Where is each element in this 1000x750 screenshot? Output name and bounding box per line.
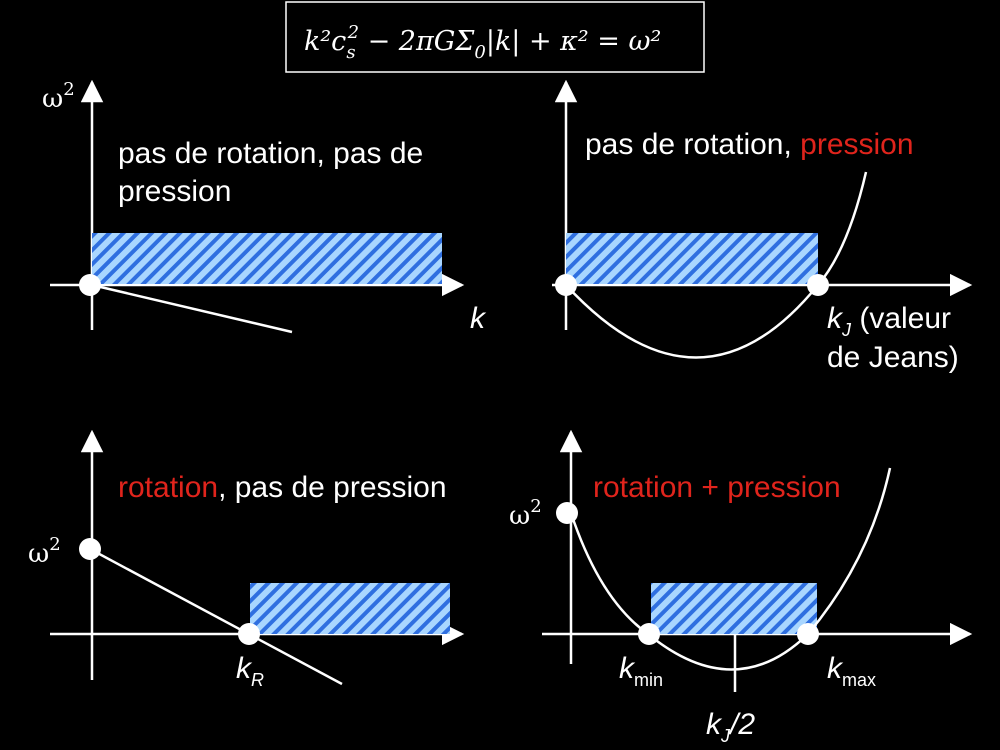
jeans-root-note: de Jeans) — [827, 341, 959, 374]
dispersion-curve — [565, 171, 868, 359]
panel-top-left: ω2 k pas de rotation, pas de pression — [42, 79, 487, 335]
equation-text: k²cs2 − 2πGΣ0|k| + κ² = ω² — [304, 22, 661, 63]
dispersion-curve — [89, 547, 343, 686]
root-point — [238, 623, 260, 645]
y-intercept-label: ω2 — [28, 534, 61, 569]
jeans-root-label: kJ (valeur — [827, 302, 951, 340]
y-intercept-label: ω2 — [509, 496, 542, 531]
kmin-point — [638, 623, 660, 645]
unstable-band — [250, 583, 450, 634]
root-label: kR — [236, 652, 264, 690]
dispersion-curve — [569, 467, 892, 671]
panel-title-line1: pas de rotation, pas de — [118, 137, 423, 170]
x-axis-label: k — [470, 302, 487, 335]
y-axis-label: ω2 — [42, 79, 75, 114]
origin-point — [555, 274, 577, 296]
kmax-label: kmax — [827, 652, 876, 690]
kmax-point — [797, 623, 819, 645]
jeans-root-point — [807, 274, 829, 296]
origin-point — [79, 274, 101, 296]
equation-box: k²cs2 − 2πGΣ0|k| + κ² = ω² — [285, 1, 705, 73]
kmin-label: kmin — [619, 652, 663, 690]
panel-bottom-left: rotation, pas de pression ω2 kR — [28, 429, 465, 690]
panel-title: pas de rotation, pression — [585, 128, 914, 161]
kj-half-label: kJ/2 — [706, 708, 755, 746]
unstable-band — [651, 583, 817, 634]
panel-title-line2: pression — [118, 175, 231, 208]
panel-title: rotation + pression — [593, 471, 841, 504]
panel-top-right: pas de rotation, pression kJ (valeur de … — [552, 79, 973, 374]
unstable-band — [566, 233, 818, 284]
y-intercept-point — [79, 538, 101, 560]
dispersion-curve — [91, 283, 293, 334]
y-intercept-point — [556, 502, 578, 524]
panel-bottom-right: rotation + pression ω2 kmin kmax kJ/2 — [509, 429, 973, 746]
panel-title: rotation, pas de pression — [118, 471, 447, 504]
unstable-band — [92, 233, 442, 284]
